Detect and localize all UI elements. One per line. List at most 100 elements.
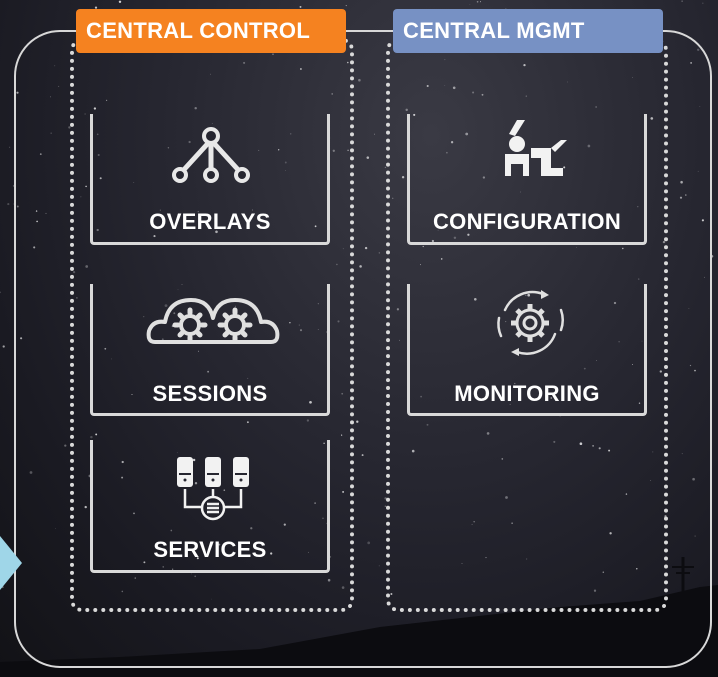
star: [641, 340, 643, 342]
star: [681, 0, 683, 2]
sessions-card: SESSIONS: [90, 284, 330, 416]
star: [366, 156, 370, 159]
star: [392, 197, 394, 199]
star: [270, 552, 273, 555]
star: [0, 291, 1, 294]
star: [390, 593, 393, 595]
star: [181, 284, 183, 285]
star: [341, 392, 344, 395]
overlays-label: OVERLAYS: [149, 209, 271, 234]
star: [90, 435, 93, 439]
star: [420, 264, 421, 266]
star: [486, 432, 490, 435]
star: [592, 445, 594, 447]
star: [96, 133, 99, 136]
star: [346, 61, 349, 64]
star: [218, 543, 221, 546]
star: [284, 161, 287, 164]
star: [314, 502, 316, 504]
star: [314, 225, 317, 228]
star: [9, 146, 11, 148]
star: [336, 263, 338, 266]
star: [191, 573, 192, 575]
network-nodes-icon: [172, 127, 250, 183]
star: [461, 563, 463, 564]
star: [638, 402, 641, 404]
star: [39, 153, 42, 155]
star: [378, 252, 380, 254]
star: [692, 477, 695, 481]
star: [104, 347, 107, 350]
star: [625, 493, 628, 495]
central-mgmt-title: CENTRAL MGMT: [393, 9, 663, 53]
star: [553, 440, 556, 443]
star: [68, 126, 71, 129]
star: [444, 59, 446, 61]
star: [192, 458, 196, 462]
star: [465, 132, 469, 136]
star: [299, 329, 303, 332]
operator-console-icon: [505, 120, 567, 176]
star: [505, 496, 508, 499]
star: [467, 233, 470, 236]
star: [476, 0, 479, 3]
star: [20, 337, 23, 340]
star: [481, 93, 484, 96]
configuration-card: CONFIGURATION: [407, 114, 647, 245]
star: [93, 107, 97, 110]
star: [563, 166, 566, 169]
star: [209, 73, 211, 75]
star: [85, 265, 89, 268]
star: [131, 393, 133, 396]
star: [341, 586, 345, 589]
star: [121, 476, 124, 479]
star: [632, 77, 633, 78]
star: [121, 590, 124, 593]
central-control-title: CENTRAL CONTROL: [76, 9, 346, 53]
gear-cycle-icon: [497, 290, 564, 356]
star: [364, 246, 368, 250]
star: [622, 247, 624, 250]
star: [307, 551, 309, 553]
star: [84, 113, 86, 115]
star: [359, 265, 362, 268]
star: [194, 575, 196, 578]
star: [474, 298, 477, 301]
star: [356, 420, 359, 423]
star: [153, 235, 156, 238]
star: [426, 84, 429, 88]
star: [247, 377, 249, 379]
star: [211, 122, 213, 124]
star: [111, 358, 113, 360]
star: [252, 209, 253, 211]
star: [84, 505, 87, 509]
star: [550, 397, 553, 399]
star: [358, 78, 361, 82]
star: [694, 535, 696, 537]
star: [235, 305, 236, 307]
star: [609, 532, 612, 535]
star: [689, 364, 692, 367]
star: [345, 5, 347, 7]
star: [482, 176, 486, 179]
star: [509, 403, 511, 405]
star: [681, 453, 683, 455]
star: [50, 96, 51, 98]
star: [650, 480, 652, 481]
star: [567, 81, 569, 83]
star: [685, 194, 687, 196]
star: [99, 177, 102, 180]
star: [422, 245, 424, 248]
star: [699, 106, 701, 108]
star: [322, 517, 324, 520]
star: [134, 577, 136, 579]
star: [440, 258, 443, 260]
star: [309, 400, 312, 404]
star: [444, 85, 446, 86]
star: [618, 341, 620, 343]
star: [384, 505, 386, 507]
star: [399, 339, 400, 341]
star: [453, 236, 457, 240]
star: [373, 133, 375, 135]
monitoring-card: MONITORING: [407, 284, 647, 416]
